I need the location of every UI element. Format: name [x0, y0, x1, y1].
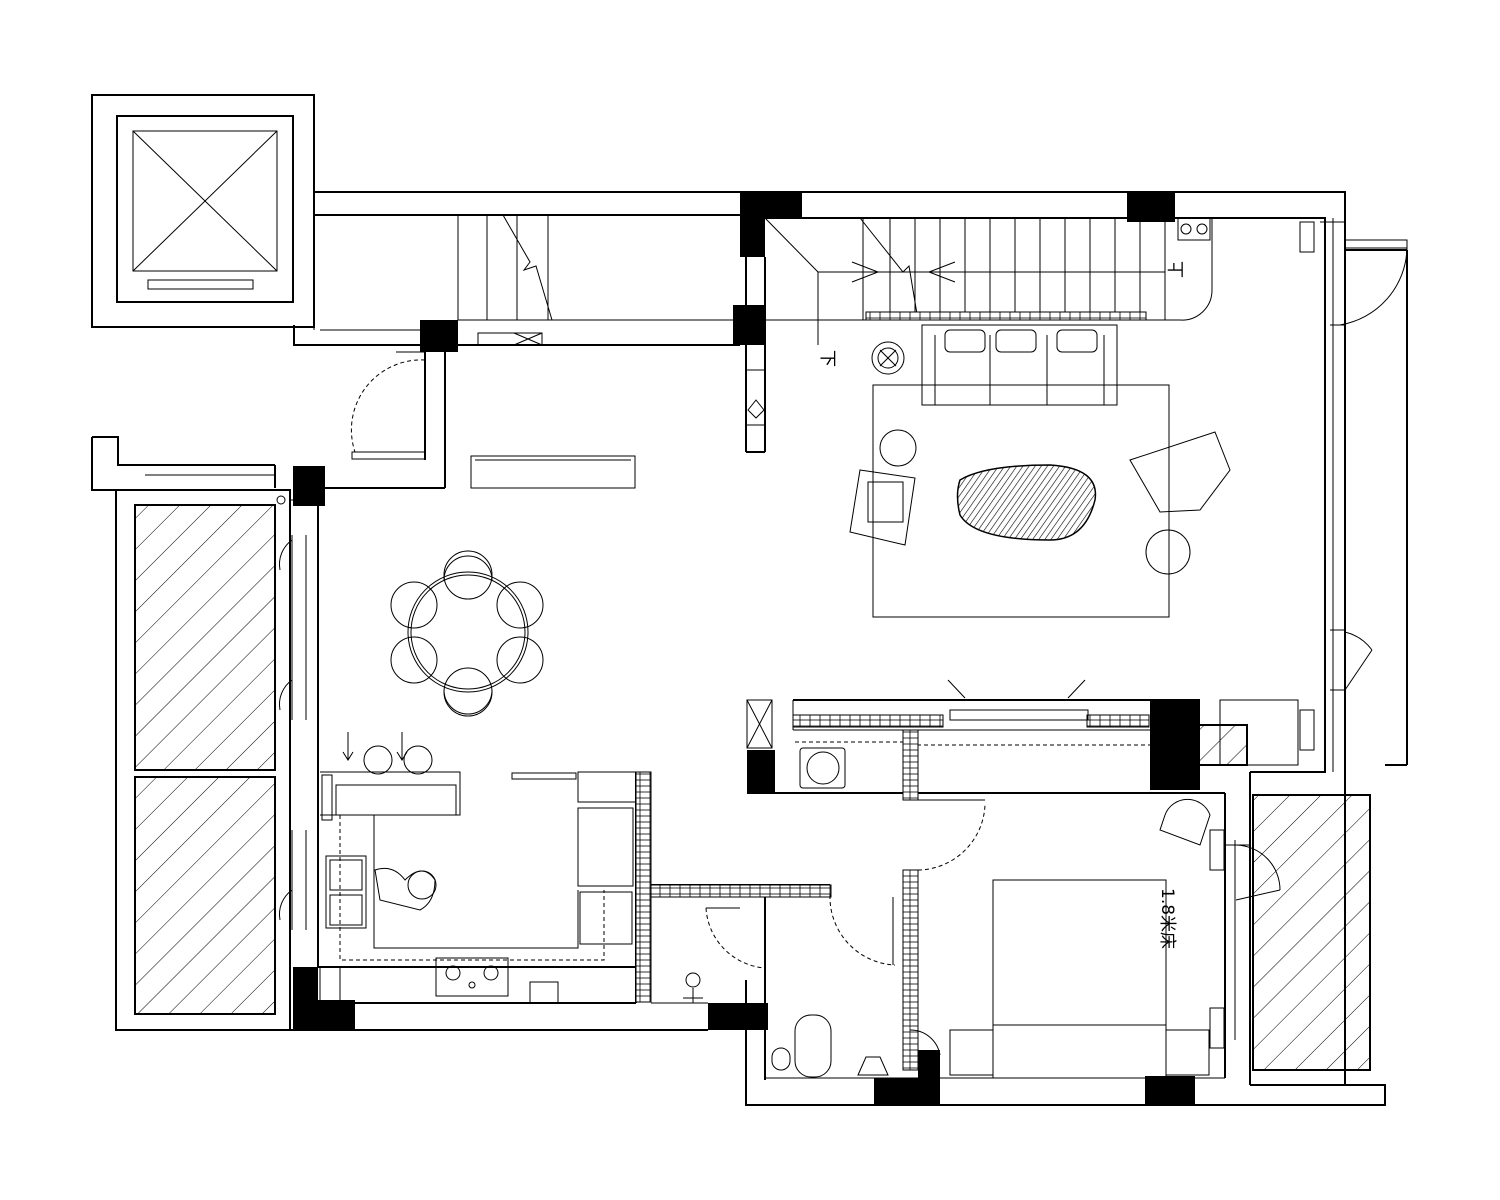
west-balcony	[115, 489, 319, 1031]
kitchen	[318, 732, 652, 1004]
bathroom	[650, 729, 986, 1080]
east-openings	[1299, 218, 1408, 772]
master-bedroom: 1.8米床	[918, 792, 1226, 1079]
dining-set	[390, 550, 544, 717]
living-room	[849, 324, 1231, 618]
north-corridor	[293, 191, 740, 346]
staircase: 上 下	[764, 217, 1213, 367]
structural-columns	[293, 192, 1200, 1106]
tv-wall	[746, 679, 1299, 766]
entrance	[325, 351, 636, 489]
stair-down-label: 下	[817, 350, 837, 367]
east-balcony	[1225, 772, 1371, 1086]
partition-column	[745, 257, 766, 453]
stair-up-label: 上	[1167, 261, 1187, 278]
elevator-shaft	[91, 94, 315, 328]
bed-size-label: 1.8米床	[1157, 888, 1177, 949]
